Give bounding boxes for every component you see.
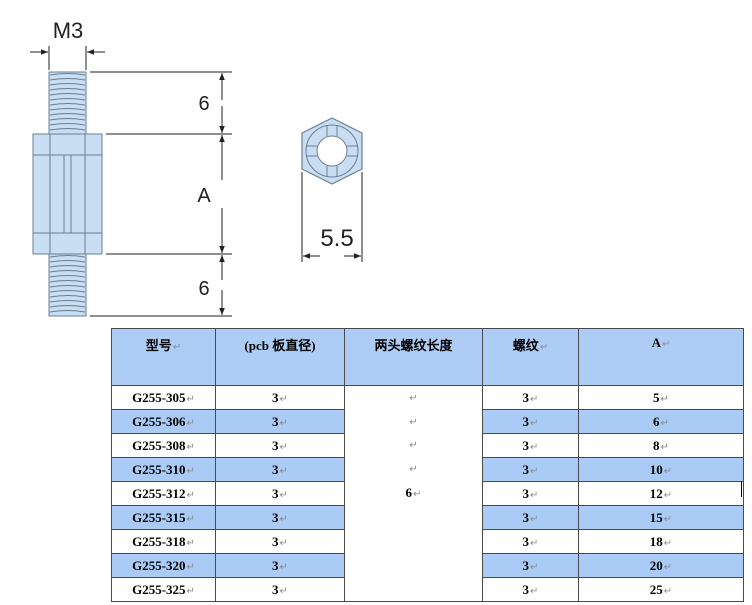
paragraph-mark: ↵ <box>409 440 418 451</box>
thread-ridge <box>49 270 86 273</box>
a-cell: 20↵ <box>578 553 744 578</box>
model-cell: G255-305↵ <box>111 385 216 410</box>
thread-ridge <box>49 305 86 308</box>
table-row: G255-306↵3↵3↵6↵ <box>111 409 744 434</box>
thread-ridge <box>49 78 86 81</box>
hex-end-view <box>301 117 363 185</box>
pcb-cell: 3↵ <box>215 505 345 530</box>
thread-ridge <box>49 118 86 121</box>
pcb-cell: 3↵ <box>215 553 345 578</box>
a-cell: 6↵ <box>578 409 744 434</box>
bottom-length-label: 6 <box>198 278 209 300</box>
thread-ridge <box>49 93 86 96</box>
pcb-cell: 3↵ <box>215 433 345 458</box>
thread-ridge <box>49 98 86 101</box>
thread-ridge <box>49 285 86 288</box>
thread-cell: 3↵ <box>482 385 579 410</box>
a-cell: 5↵ <box>578 385 744 410</box>
thread-cell: 3↵ <box>482 577 579 602</box>
top-thread <box>48 71 87 135</box>
paragraph-mark: ↵ <box>409 393 418 404</box>
paragraph-mark: ↵ <box>409 416 418 428</box>
header-thread-length: 两头螺纹长度 <box>344 328 483 386</box>
a-cell: 25↵ <box>578 577 744 602</box>
thread-ridge <box>49 88 86 91</box>
model-cell: G255-310↵ <box>111 457 216 482</box>
pcb-cell: 3↵ <box>215 409 345 434</box>
header-thread: 螺纹↵ <box>482 328 579 386</box>
a-cell: 12↵ <box>578 481 744 506</box>
spec-table: 型号↵ (pcb 板直径) 两头螺纹长度 螺纹↵ A↵ G255-305↵3↵↵… <box>111 328 744 602</box>
thread-ridge <box>49 260 86 263</box>
table-row: G255-312↵3↵3↵12↵ <box>111 481 744 506</box>
hex-width-label: 5.5 <box>320 225 353 252</box>
thread-ridge <box>49 255 86 258</box>
a-cell: 8↵ <box>578 433 744 458</box>
pcb-cell: 3↵ <box>215 457 345 482</box>
thread-cell: 3↵ <box>482 409 579 434</box>
thread-ridge <box>49 113 86 116</box>
a-cell: 10↵ <box>578 457 744 482</box>
thread-ridge <box>49 275 86 278</box>
header-pcb: (pcb 板直径) <box>215 328 345 386</box>
bottom-thread <box>48 253 87 317</box>
pcb-cell: 3↵ <box>215 529 345 554</box>
model-cell: G255-325↵ <box>111 577 216 602</box>
thread-length-cell: ↵↵↵↵6↵ <box>344 385 483 602</box>
a-cell: 18↵ <box>578 529 744 554</box>
top-length-label: 6 <box>198 93 209 115</box>
body-length-label: A <box>197 185 211 207</box>
thread-cell: 3↵ <box>482 433 579 458</box>
thread-ridge <box>49 290 86 293</box>
thread-ridge <box>49 280 86 283</box>
table-row: G255-325↵3↵3↵25↵ <box>111 577 744 602</box>
m3-label: M3 <box>53 18 84 43</box>
thread-ridge <box>49 73 86 76</box>
thread-ridge <box>49 103 86 106</box>
thread-ridge <box>49 300 86 303</box>
header-a: A↵ <box>578 328 744 386</box>
table-header-row: 型号↵ (pcb 板直径) 两头螺纹长度 螺纹↵ A↵ <box>111 328 744 386</box>
m3-dimension <box>30 46 105 70</box>
hex-body <box>32 133 103 255</box>
header-model: 型号↵ <box>111 328 216 386</box>
model-cell: G255-320↵ <box>111 553 216 578</box>
edge-line <box>741 481 742 497</box>
thread-cell: 3↵ <box>482 553 579 578</box>
paragraph-mark: ↵ <box>409 463 418 475</box>
table-row: G255-310↵3↵3↵10↵ <box>111 457 744 482</box>
table-row: G255-315↵3↵3↵15↵ <box>111 505 744 530</box>
thread-cell: 3↵ <box>482 457 579 482</box>
model-cell: G255-306↵ <box>111 409 216 434</box>
thread-cell: 3↵ <box>482 505 579 530</box>
hex-width-dimension <box>301 172 363 262</box>
thread-cell: 3↵ <box>482 529 579 554</box>
thread-ridge <box>49 310 86 313</box>
pcb-cell: 3↵ <box>215 481 345 506</box>
pcb-cell: 3↵ <box>215 385 345 410</box>
thread-cell: 3↵ <box>482 481 579 506</box>
thread-ridge <box>49 108 86 111</box>
pcb-cell: 3↵ <box>215 577 345 602</box>
model-cell: G255-318↵ <box>111 529 216 554</box>
thread-ridge <box>49 265 86 268</box>
model-cell: G255-308↵ <box>111 433 216 458</box>
thread-ridge <box>49 83 86 86</box>
thread-ridge <box>49 295 86 298</box>
table-row: G255-305↵3↵↵↵↵↵6↵3↵5↵ <box>111 385 744 602</box>
thread-length-value: 6 <box>405 485 413 500</box>
thread-ridge <box>49 123 86 126</box>
model-cell: G255-312↵ <box>111 481 216 506</box>
a-cell: 15↵ <box>578 505 744 530</box>
thread-ridge <box>49 128 86 131</box>
model-cell: G255-315↵ <box>111 505 216 530</box>
standoff-drawing: M3 6 A 6 5.5 <box>30 18 363 317</box>
length-dimensions <box>90 71 232 317</box>
